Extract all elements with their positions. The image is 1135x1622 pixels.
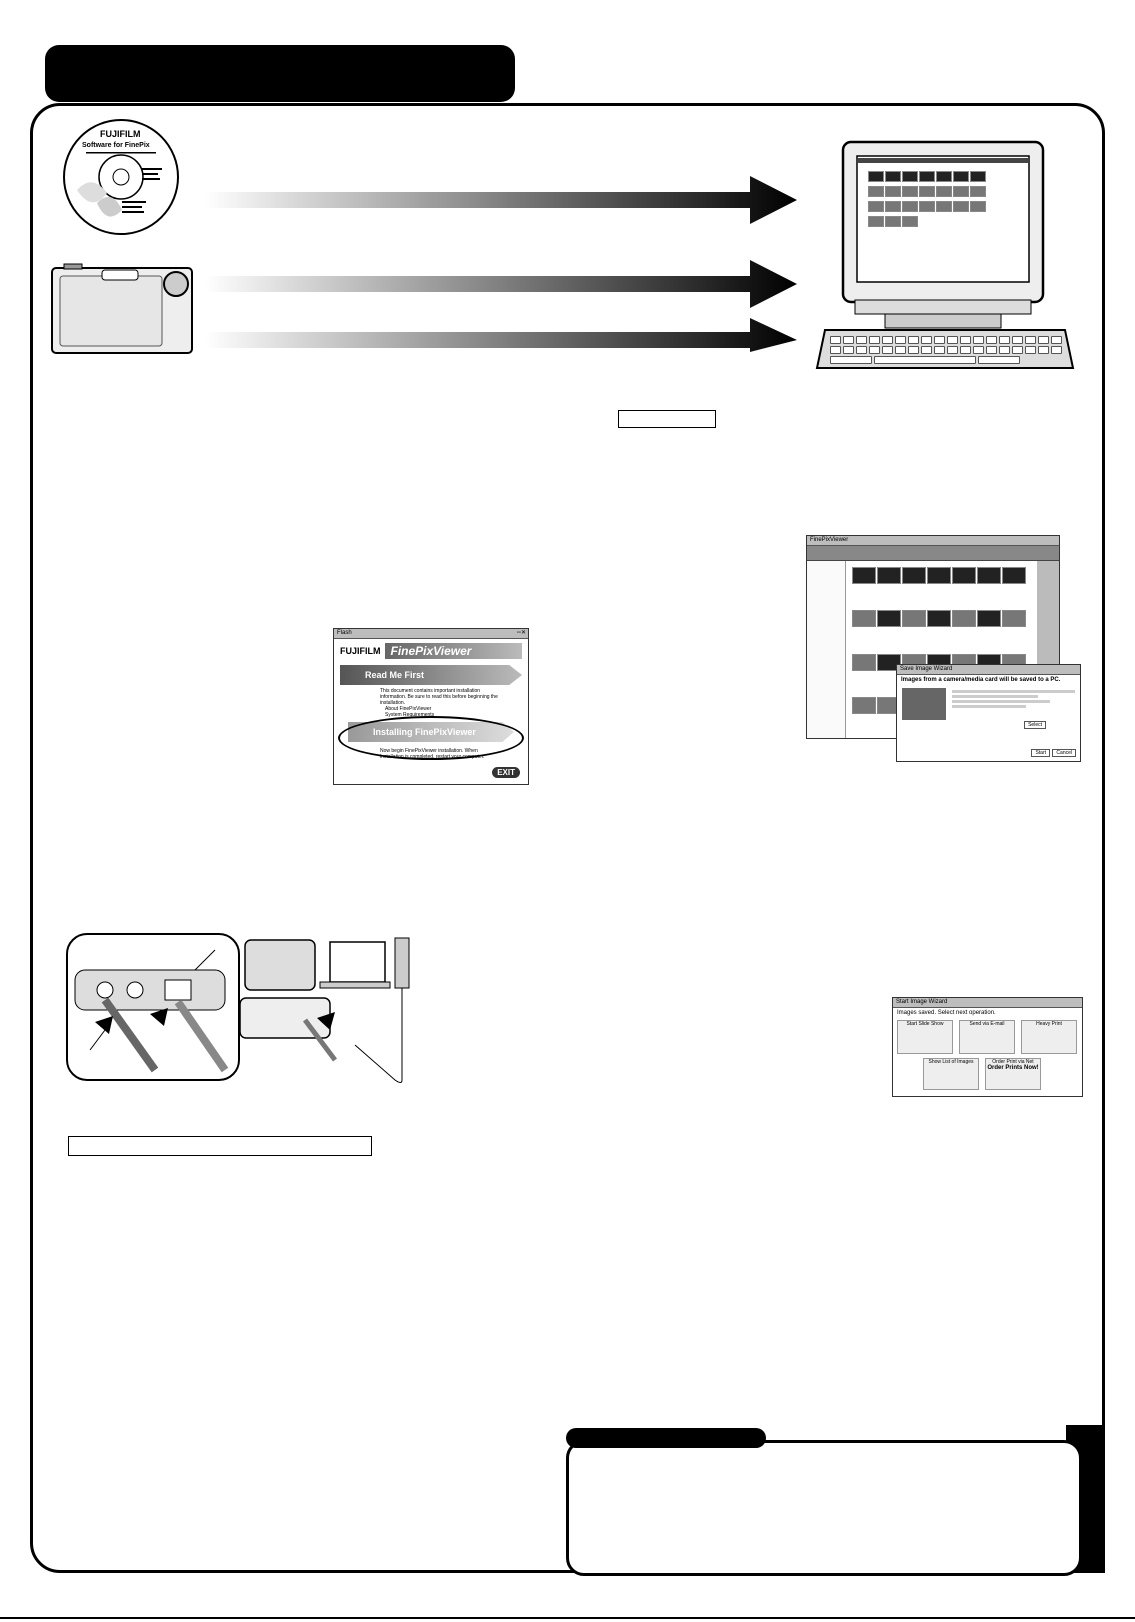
wizard-cancel-button[interactable]: Cancel [1052,749,1076,757]
read-me-item-2[interactable]: System Requirements [385,712,435,718]
wizard-heading: Images from a camera/media card will be … [901,677,1061,683]
exit-button[interactable]: EXIT [492,767,520,778]
cd-rom-illustration [63,119,179,235]
wizard-select-button[interactable]: Select [1024,721,1046,729]
footer-rule [0,1617,1135,1619]
installer-window-title: Flash [337,630,352,636]
label-box-bottom [68,1136,372,1156]
viewer-titlebar: FinePixViewer [807,536,1059,546]
read-me-item-1[interactable]: About FinePixViewer [385,706,432,712]
window-controls-icon[interactable]: ▫▫✕ [516,630,526,636]
read-me-description: This document contains important install… [380,688,498,706]
installer-product: FinePixViewer [384,643,522,659]
cd-title: Software for FinePix [82,142,150,149]
task-slide-show[interactable]: Start Slide Show [897,1020,953,1054]
wizard-camera-image [902,688,946,720]
highlight-ellipse [338,716,524,760]
transfer-arrows [205,176,797,352]
wizard-start-button[interactable]: Start [1031,749,1050,757]
note-box [566,1440,1082,1576]
task-send-email[interactable]: Send via E-mail [959,1020,1015,1054]
arrow-camera-to-pc-2 [205,318,797,352]
label-box-top [618,410,716,428]
arrow-cd-to-pc [205,176,797,224]
page-title-bar [45,45,515,102]
task-wizard: Start Image Wizard Images saved. Select … [892,997,1083,1097]
keyboard-keys [830,336,1062,364]
page-frame [30,103,1105,1573]
installer-window: Flash ▫▫✕ FUJIFILM FinePixViewer Read Me… [333,628,529,785]
cd-brand: FUJIFILM [100,129,141,139]
save-image-wizard: Save Image Wizard Images from a camera/m… [896,664,1081,762]
menu-read-me-first[interactable]: Read Me First [340,665,522,685]
camera-illustration [51,263,193,354]
note-tab [566,1428,766,1448]
task-wizard-heading: Images saved. Select next operation. [897,1010,996,1016]
installer-brand: FUJIFILM [340,646,381,656]
task-order-print[interactable]: Order Print via Net Order Prints Now! [985,1058,1041,1090]
task-heavy-print[interactable]: Heavy Print [1021,1020,1077,1054]
installer-titlebar: Flash ▫▫✕ [334,629,528,639]
task-label: Show List of Images [928,1059,974,1065]
task-wizard-title: Start Image Wizard [893,998,1082,1008]
task-show-list[interactable]: Show List of Images [923,1058,979,1090]
task-label: Order Print via Net [992,1059,1034,1065]
viewer-toolbar[interactable] [807,546,1059,561]
folder-tree[interactable] [807,561,846,738]
task-label: Send via E-mail [969,1021,1005,1027]
task-label: Heavy Print [1036,1021,1062,1027]
computer-screen-app [858,158,1028,282]
connection-illustration [66,933,410,1083]
arrow-camera-to-pc-1 [205,260,797,308]
task-label: Start Slide Show [906,1021,944,1027]
order-prints-badge: Order Prints Now! [987,1065,1039,1071]
wizard-title: Save Image Wizard [897,665,1080,675]
